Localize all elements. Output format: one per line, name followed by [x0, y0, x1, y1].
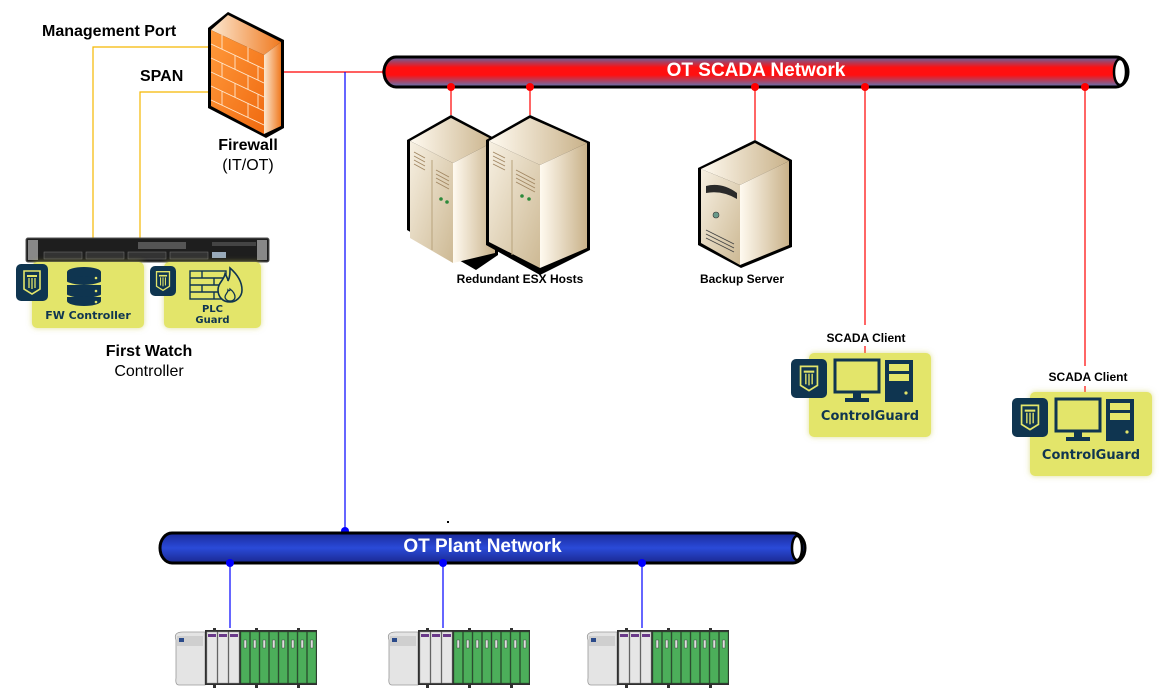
plc-guard-label: PLC Guard	[164, 304, 261, 326]
workstation-icon	[1054, 397, 1134, 441]
controlguard-label: ControlGuard	[820, 409, 920, 424]
plc-rack-icon	[174, 628, 317, 688]
management-port-label: Management Port	[42, 23, 177, 40]
esx-hosts-label: Redundant ESX Hosts	[456, 272, 584, 286]
scada-client-2-controlguard[interactable]: ControlGuard	[1030, 392, 1152, 476]
scada-client-1-controlguard[interactable]: ControlGuard	[809, 353, 931, 437]
firewall-title: Firewall	[218, 137, 278, 154]
stray-dot	[447, 521, 449, 523]
shield-logo-icon	[1012, 398, 1048, 437]
fw-controller-module[interactable]: FW Controller	[32, 262, 144, 328]
scada-client-2-label: SCADA Client	[1048, 370, 1128, 384]
plc-rack-icon	[586, 628, 729, 688]
firewall-caption: Firewall (IT/OT)	[198, 137, 298, 175]
workstation-icon	[833, 358, 913, 402]
scada-network-label: OT SCADA Network	[666, 60, 846, 81]
plc-guard-label-line2: Guard	[195, 315, 230, 326]
plc-guard-module[interactable]: PLC Guard	[164, 262, 261, 328]
first-watch-title: First Watch	[105, 343, 193, 360]
firewall-brick-icon	[208, 12, 284, 138]
firewall-subtitle: (IT/OT)	[222, 157, 274, 174]
management-port-wire	[92, 46, 208, 240]
scada-drops	[447, 83, 1089, 396]
firewall-flame-icon	[189, 266, 243, 303]
shield-logo-icon	[791, 359, 827, 398]
first-watch-subtitle: Controller	[114, 363, 184, 380]
span-label: SPAN	[140, 68, 184, 85]
shield-logo-icon	[150, 266, 176, 296]
tower-server-pair-icon	[407, 115, 590, 275]
rack-server-icon	[25, 237, 270, 263]
plc-guard-label-line1: PLC	[201, 304, 224, 315]
plant-drops	[226, 559, 646, 628]
controlguard-label: ControlGuard	[1041, 448, 1141, 463]
database-icon	[66, 267, 102, 306]
plant-network-label: OT Plant Network	[403, 536, 562, 557]
shield-logo-icon	[16, 264, 48, 301]
fw-controller-label: FW Controller	[45, 309, 131, 322]
tower-server-icon	[698, 140, 792, 268]
backup-server-label: Backup Server	[699, 272, 785, 286]
first-watch-caption: First Watch Controller	[89, 343, 209, 381]
span-wire	[139, 91, 210, 240]
plc-rack-icon	[387, 628, 530, 688]
plant-network-pipe	[158, 531, 807, 565]
scada-client-1-label: SCADA Client	[826, 331, 906, 345]
